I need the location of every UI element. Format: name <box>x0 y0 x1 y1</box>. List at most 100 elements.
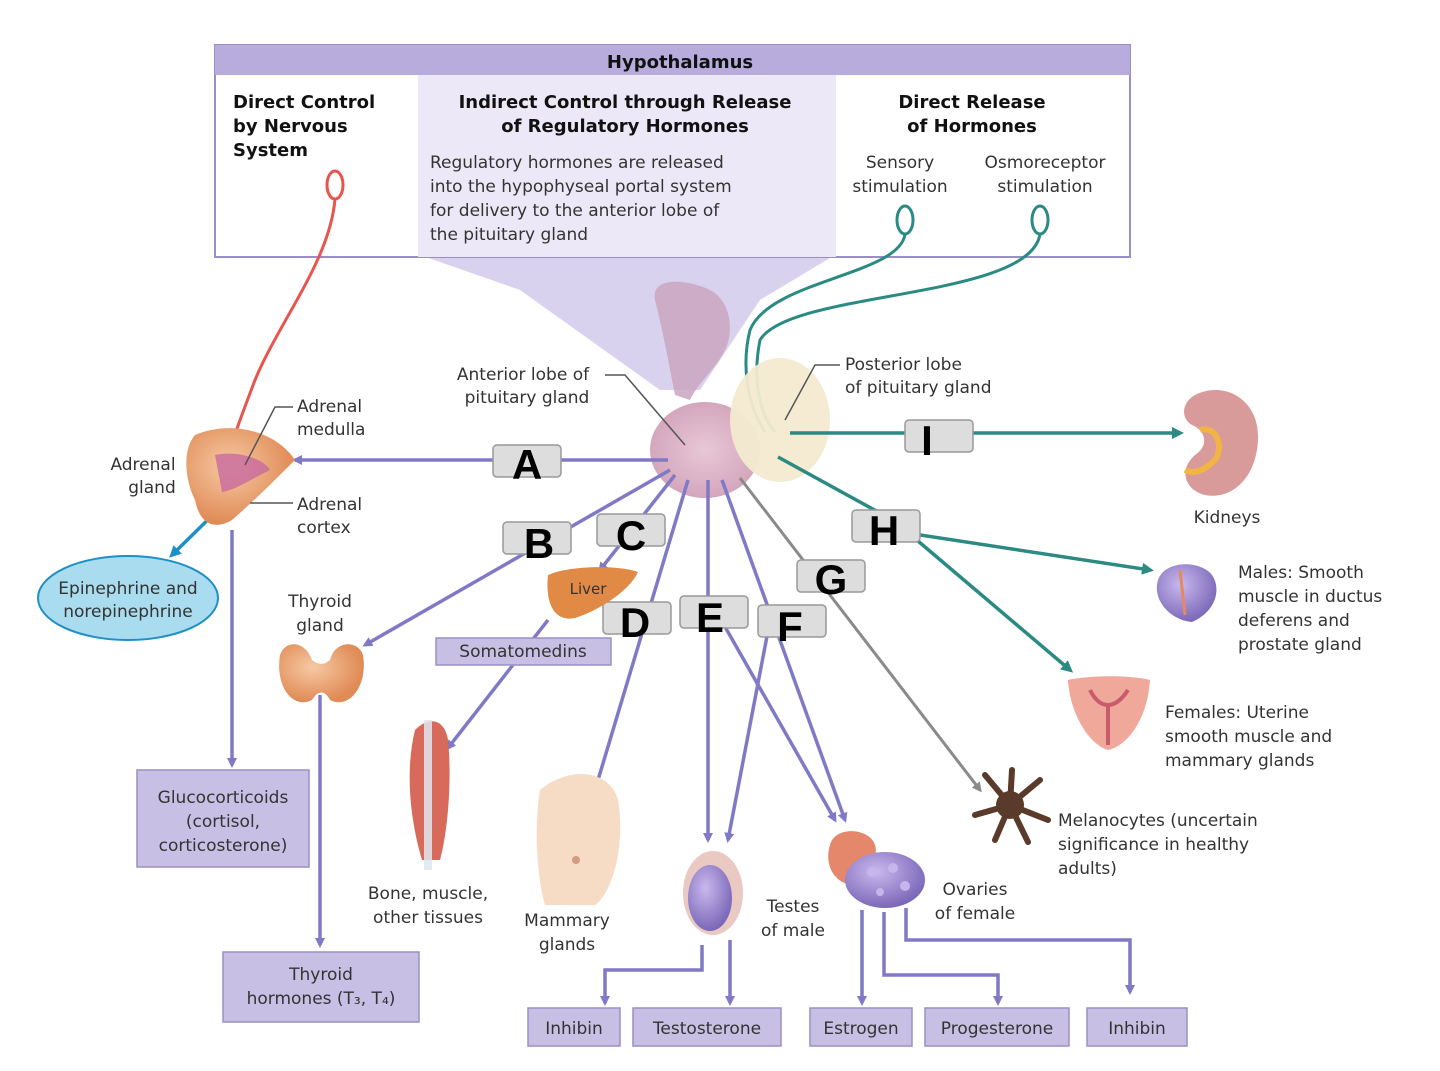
bone-label-2: other tissues <box>373 908 483 928</box>
letter-B: B <box>524 520 554 567</box>
osmo-label-1: Osmoreceptor <box>985 153 1106 173</box>
sensory-label-1: Sensory <box>866 153 934 173</box>
liver-icon <box>547 567 638 619</box>
bone-muscle-icon <box>409 720 450 870</box>
letter-tag-I[interactable]: I <box>904 417 974 464</box>
melanocyte-icon <box>972 767 1051 845</box>
hypothalamus-title: Hypothalamus <box>607 52 753 73</box>
gluco-label-1: Glucocorticoids <box>158 788 289 808</box>
arrow-progesterone <box>882 912 1003 1006</box>
thyroid-hormones-label-1: Thyroid <box>288 965 353 985</box>
adrenal-gland-label-1: Adrenal <box>110 455 175 475</box>
arrow-inhibin-female <box>904 908 1135 995</box>
melanocytes-label-2: significance in healthy <box>1058 835 1249 855</box>
letter-tag-F[interactable]: F <box>757 603 827 650</box>
melanocytes-label-3: adults) <box>1058 859 1117 879</box>
posterior-lobe-icon <box>730 358 830 482</box>
bone-label-1: Bone, muscle, <box>368 884 488 904</box>
letter-tag-E[interactable]: E <box>679 594 749 641</box>
col2-title-2: of Regulatory Hormones <box>501 116 749 137</box>
funnel-shade <box>420 255 835 390</box>
testes-label-2: of male <box>761 921 825 941</box>
sensory-label-2: stimulation <box>852 177 947 197</box>
letter-tag-B[interactable]: B <box>502 520 572 567</box>
adrenal-cortex-label-1: Adrenal <box>297 495 362 515</box>
adrenal-medulla-label-1: Adrenal <box>297 397 362 417</box>
hypothalamus-panel: Hypothalamus Direct Control by Nervous S… <box>214 44 1131 390</box>
males-label-3: deferens and <box>1238 611 1350 631</box>
header-middle-column <box>418 75 836 257</box>
posterior-lobe-leader <box>784 364 840 421</box>
col1-title-2: by Nervous <box>233 116 348 137</box>
col1-title-3: System <box>233 140 308 161</box>
prostate-icon <box>1156 564 1217 622</box>
col2-desc-4: the pituitary gland <box>430 225 588 245</box>
glucocorticoids-box <box>136 769 310 868</box>
letter-tag-H[interactable]: H <box>851 507 921 554</box>
males-label-1: Males: Smooth <box>1238 563 1364 583</box>
col2-desc-1: Regulatory hormones are released <box>430 153 724 173</box>
col2-desc-3: for delivery to the anterior lobe of <box>430 201 720 221</box>
estrogen-box <box>809 1007 913 1047</box>
letter-H: H <box>869 507 899 554</box>
letter-tag-D[interactable]: D <box>602 599 672 646</box>
thyroid-gland-label-2: gland <box>296 616 344 636</box>
infundibulum-icon <box>654 281 730 400</box>
arrow-B <box>362 468 671 647</box>
anterior-lobe-leader <box>605 374 686 446</box>
medulla-leader <box>244 406 293 466</box>
progesterone-box <box>924 1007 1070 1047</box>
estrogen-label: Estrogen <box>823 1019 898 1039</box>
letter-E: E <box>696 594 724 641</box>
arrow-F-testes <box>724 609 774 843</box>
kidney-icon <box>1183 390 1259 496</box>
melanocytes-label-1: Melanocytes (uncertain <box>1058 811 1258 831</box>
somatomedins-box <box>435 637 612 666</box>
pituitary-gland-icon <box>650 281 830 498</box>
arrow-inhibin-male <box>600 945 704 1006</box>
adrenal-gland-label-2: gland <box>128 478 176 498</box>
letter-tag-A[interactable]: A <box>492 441 562 488</box>
col2-desc-2: into the hypophyseal portal system <box>430 177 732 197</box>
thyroid-hormones-box <box>222 951 420 1023</box>
letter-D: D <box>620 599 650 646</box>
somatomedins-label: Somatomedins <box>459 642 587 662</box>
uterus-icon <box>1068 676 1150 750</box>
inhibin-female-box <box>1086 1007 1188 1047</box>
testes-label-1: Testes <box>766 897 820 917</box>
mammary-nipple-icon <box>572 856 580 864</box>
mammary-label-1: Mammary <box>524 911 610 931</box>
anterior-lobe-label-2: pituitary gland <box>465 388 590 408</box>
arrow-E-ovaries <box>718 617 837 823</box>
letter-tag-G[interactable]: G <box>796 556 866 603</box>
thyroid-gland-label-1: Thyroid <box>287 592 352 612</box>
posterior-lobe-label-1: Posterior lobe <box>845 355 962 375</box>
epinephrine-label-2: norepinephrine <box>63 602 193 622</box>
mammary-label-2: glands <box>539 935 595 955</box>
letter-F: F <box>777 603 803 650</box>
ovaries-label-2: of female <box>935 904 1015 924</box>
gluco-label-2: (cortisol, <box>186 812 260 832</box>
anterior-lobe-label-1: Anterior lobe of <box>457 365 590 385</box>
osmo-label-2: stimulation <box>997 177 1092 197</box>
inhibin-female-label: Inhibin <box>1108 1019 1166 1039</box>
epinephrine-oval <box>37 555 219 641</box>
letter-I: I <box>921 417 933 464</box>
females-label-3: mammary glands <box>1165 751 1314 771</box>
males-label-2: muscle in ductus <box>1238 587 1382 607</box>
posterior-lobe-label-2: of pituitary gland <box>845 378 992 398</box>
ovaries-label-1: Ovaries <box>943 880 1008 900</box>
col3-title-2: of Hormones <box>907 116 1037 137</box>
females-label-1: Females: Uterine <box>1165 703 1309 723</box>
testosterone-label: Testosterone <box>652 1019 761 1039</box>
col2-title-1: Indirect Control through Release <box>459 92 792 113</box>
adrenal-gland-icon <box>186 428 295 525</box>
col3-title-1: Direct Release <box>898 92 1045 113</box>
kidneys-label: Kidneys <box>1194 508 1261 528</box>
letter-tag-C[interactable]: C <box>596 512 666 559</box>
arrow-H-females <box>903 528 1074 673</box>
arrow-F <box>720 479 848 823</box>
progesterone-label: Progesterone <box>941 1019 1053 1039</box>
